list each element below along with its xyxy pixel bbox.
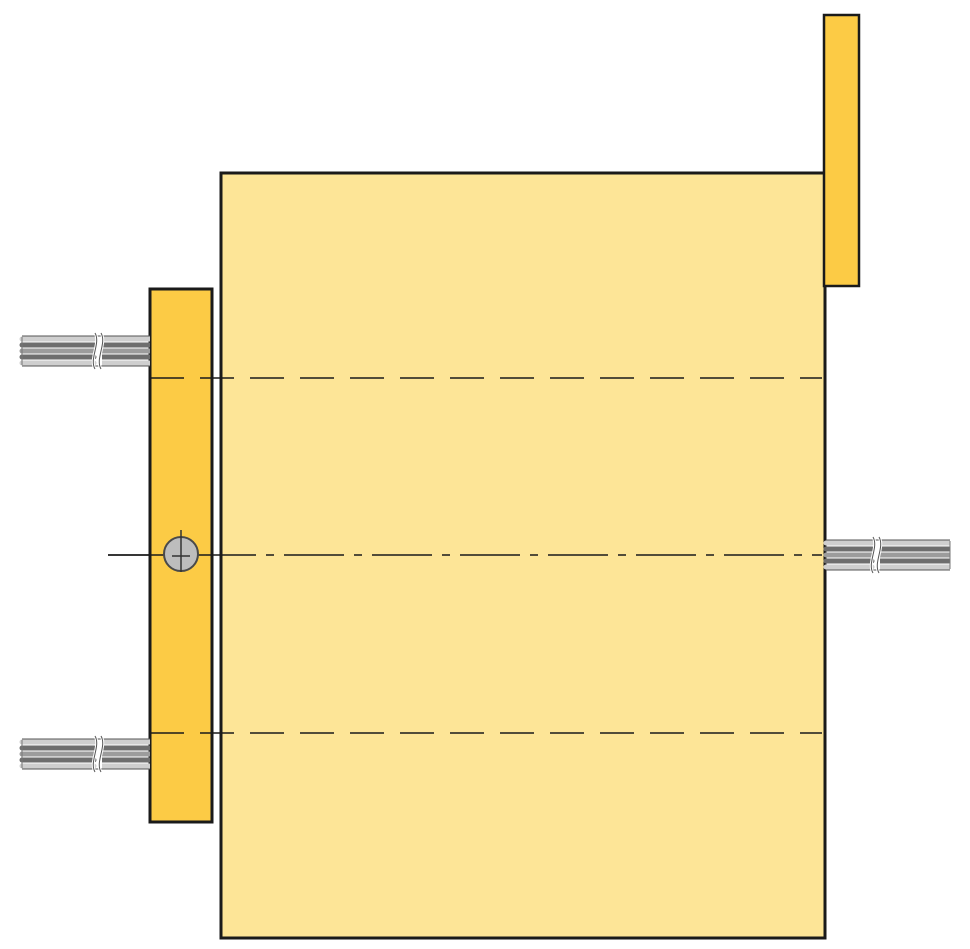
cable-break-line — [870, 536, 876, 574]
pivot-hole — [163, 530, 199, 572]
top-right-bar — [822, 13, 861, 288]
cable-break-line — [98, 735, 104, 773]
cable-break-line — [92, 332, 98, 370]
cable-break-line — [876, 536, 882, 574]
cable-break-line — [92, 735, 98, 773]
cable-upper-left — [19, 332, 150, 370]
cable-lower-left — [19, 735, 150, 773]
cable-break-line — [98, 332, 104, 370]
cable-right — [823, 536, 951, 574]
